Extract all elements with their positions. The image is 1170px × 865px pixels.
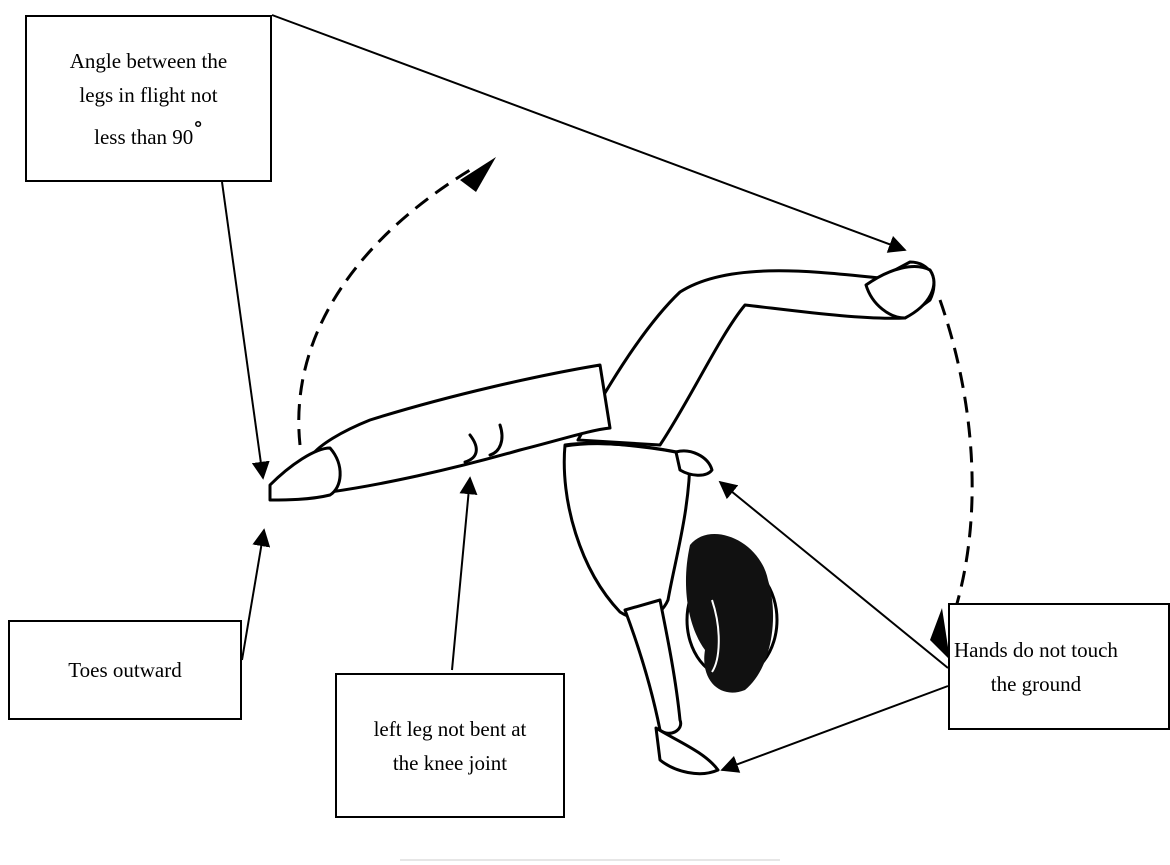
torso xyxy=(564,443,690,618)
arrow-toes xyxy=(242,530,264,660)
motion-arc-right xyxy=(940,300,972,620)
callout-leg-angle-line1: Angle between the xyxy=(70,44,227,78)
callout-toes-outward: Toes outward xyxy=(8,620,242,720)
motion-arc-right-arrowhead xyxy=(930,608,950,660)
callout-toes-text: Toes outward xyxy=(68,653,181,687)
left-shoe xyxy=(270,448,340,500)
arrow-angle-to-right-foot xyxy=(272,15,905,250)
callout-leg-angle-line3: less than 90° xyxy=(70,112,227,154)
callout-leg-angle: Angle between the legs in flight not les… xyxy=(25,15,272,182)
callout-leg-line2: the knee joint xyxy=(374,746,527,780)
callout-leg-line1: left leg not bent at xyxy=(374,712,527,746)
lower-arm xyxy=(625,600,681,733)
callout-leg-angle-line2: legs in flight not xyxy=(70,78,227,112)
arrow-angle-to-left-foot xyxy=(222,182,263,478)
gymnast-head xyxy=(686,534,777,693)
callout-leg-straight: left leg not bent at the knee joint xyxy=(335,673,565,818)
degree-symbol: ° xyxy=(193,118,203,140)
callout-leg-angle-value: less than 90 xyxy=(94,125,193,149)
callout-hands-no-ground: Hands do not touch the ground xyxy=(948,603,1170,730)
callout-hands-line1: Hands do not touch xyxy=(954,633,1118,667)
lower-hand xyxy=(656,728,718,774)
arrow-hands-to-ground-hand xyxy=(722,686,948,770)
hip-hand xyxy=(676,451,712,475)
arrow-leg xyxy=(452,478,470,670)
callout-hands-line2: the ground xyxy=(954,667,1118,701)
